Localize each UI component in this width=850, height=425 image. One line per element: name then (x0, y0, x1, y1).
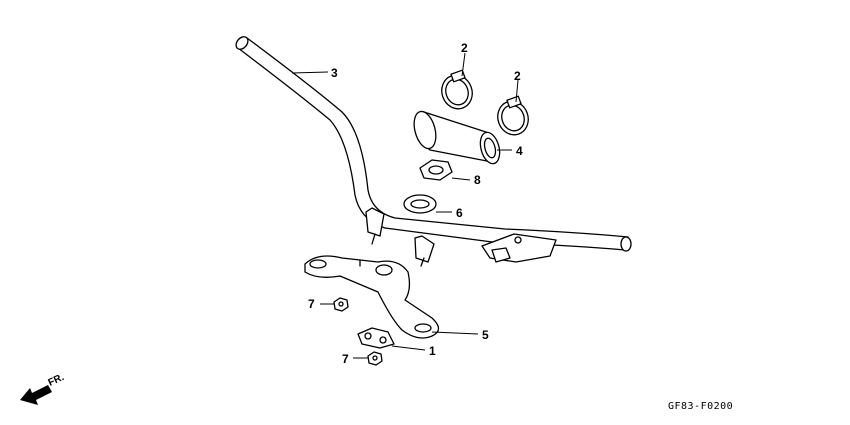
nut-7-upper (333, 297, 349, 312)
callout-4: 4 (516, 144, 523, 158)
callout-7-lower: 7 (342, 352, 349, 366)
callout-1: 1 (429, 344, 436, 358)
clamp-right (497, 95, 529, 136)
bracket-plate (304, 255, 440, 339)
callout-7-upper: 7 (308, 297, 315, 311)
callout-6: 6 (456, 206, 463, 220)
diagram-code: GF83-F0200 (668, 401, 733, 412)
lock-plate (357, 327, 395, 349)
callout-2-left: 2 (461, 41, 468, 55)
callout-5: 5 (482, 328, 489, 342)
handlebar (235, 36, 632, 267)
callout-2-right: 2 (514, 69, 521, 83)
callout-8: 8 (474, 173, 481, 187)
callout-3: 3 (331, 66, 338, 80)
arrow-icon (20, 385, 52, 405)
direction-label: FR. (47, 372, 66, 389)
nut-7-lower (367, 351, 383, 366)
washer-6 (403, 194, 437, 214)
nut-8 (419, 159, 453, 181)
rubber-sleeve (413, 110, 501, 165)
clamp-left (441, 69, 473, 110)
